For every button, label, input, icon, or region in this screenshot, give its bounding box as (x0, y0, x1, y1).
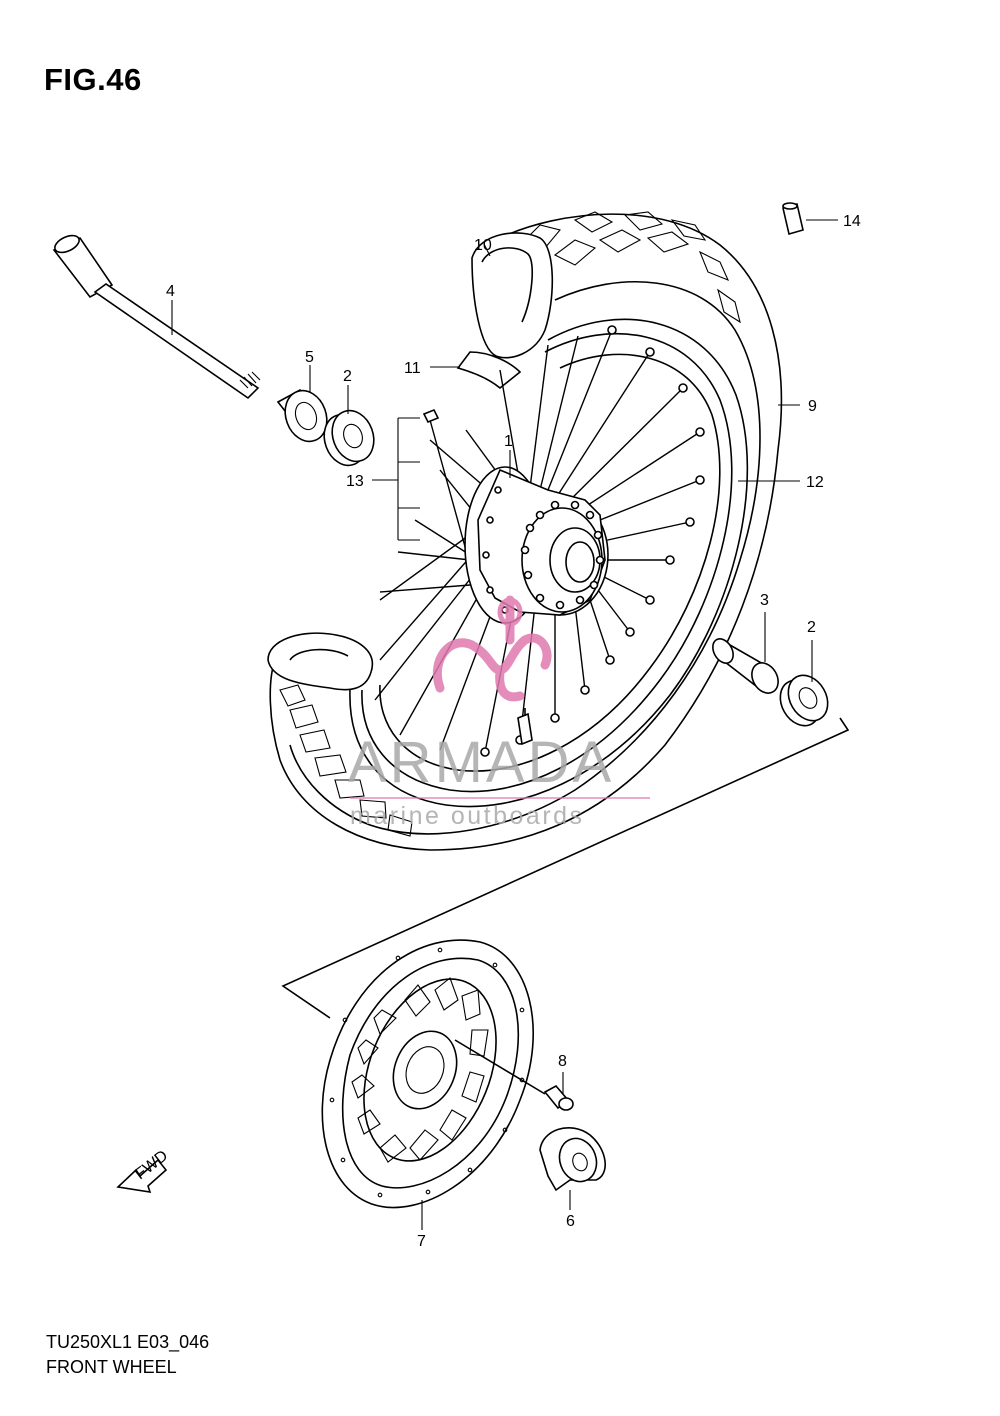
rim-band (456, 351, 522, 390)
callout-7: 7 (417, 1233, 426, 1250)
bearing-right (779, 674, 829, 727)
armada-watermark: ARMADA marine outboards (348, 595, 650, 830)
callout-5: 5 (305, 349, 314, 366)
assembly-box-lines (281, 717, 850, 1019)
spacer (276, 388, 328, 443)
watermark-tagline: marine outboards (350, 802, 585, 830)
brake-disc (321, 939, 534, 1209)
callout-2-right: 2 (807, 619, 816, 636)
callout-12: 12 (806, 474, 824, 491)
watermark-logo (432, 595, 552, 702)
callout-10: 10 (474, 237, 492, 254)
callout-8: 8 (558, 1053, 567, 1070)
callout-1: 1 (504, 433, 513, 450)
axle (52, 234, 261, 400)
figure-name: FRONT WHEEL (46, 1357, 177, 1377)
disc-bolt (454, 1039, 574, 1111)
fwd-direction-arrow: FWD (116, 1147, 171, 1193)
hub (464, 466, 609, 746)
spacer-right (712, 638, 779, 694)
callout-9: 9 (808, 398, 817, 415)
callout-leaders (171, 219, 838, 1230)
bearing-left (323, 409, 375, 467)
callout-6: 6 (566, 1213, 575, 1230)
callout-numbers: 1 2 2 3 4 5 6 7 8 9 10 11 12 13 14 (166, 213, 861, 1250)
callout-2-left: 2 (343, 368, 352, 385)
watermark-brand: ARMADA (348, 730, 614, 795)
rim (349, 318, 749, 808)
callout-11: 11 (404, 360, 421, 377)
callout-14: 14 (843, 213, 861, 230)
model-code: TU250XL1 E03_046 (46, 1332, 210, 1352)
valve-cap (782, 202, 804, 236)
speedometer-gearbox (539, 1126, 606, 1192)
callout-13: 13 (346, 473, 364, 490)
callout-3: 3 (760, 592, 769, 609)
callout-4: 4 (166, 283, 175, 300)
figure-title: FIG.46 (44, 62, 142, 97)
